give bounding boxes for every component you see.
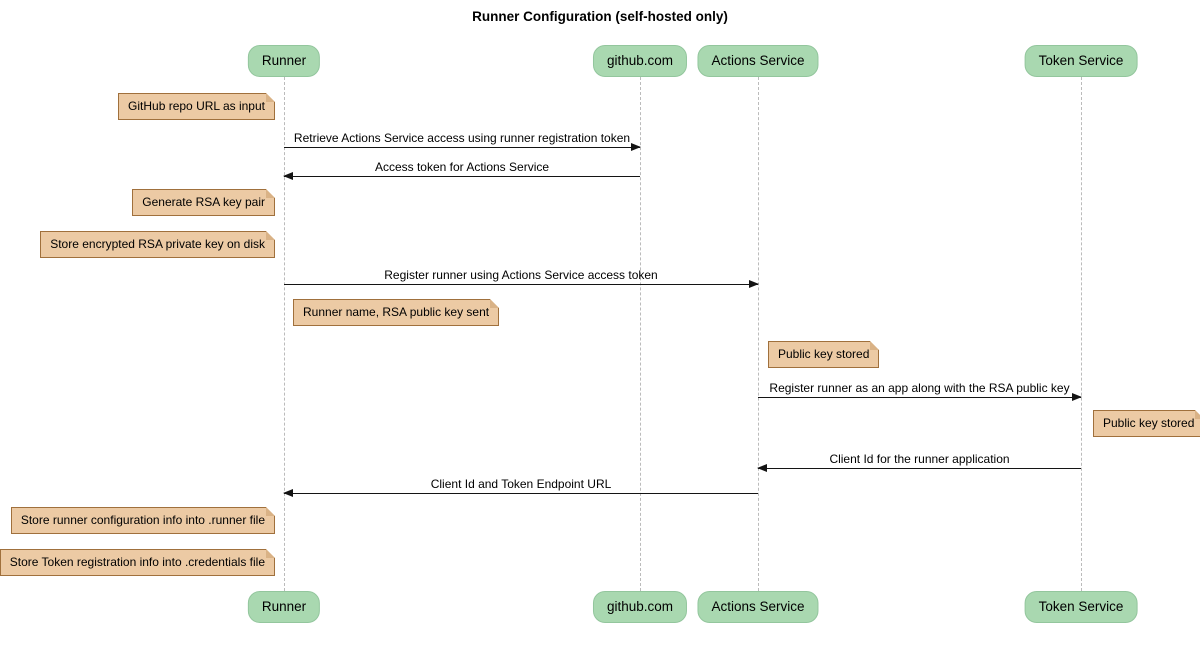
message-register-runner-as-app: Register runner as an app along with the… xyxy=(758,381,1082,401)
arrow-line xyxy=(284,143,641,151)
message-client-id-runner-app: Client Id for the runner application xyxy=(757,452,1081,472)
lifeline-github-com xyxy=(640,77,641,591)
participant-actions-service-bottom: Actions Service xyxy=(697,591,819,623)
arrow-line xyxy=(283,172,640,180)
diagram-title: Runner Configuration (self-hosted only) xyxy=(472,9,728,24)
participant-token-service-bottom: Token Service xyxy=(1024,591,1138,623)
arrowhead-icon xyxy=(283,489,293,497)
participant-runner-bottom: Runner xyxy=(247,591,321,623)
lifeline-actions-service xyxy=(758,77,759,591)
participant-github-com-bottom: github.com xyxy=(592,591,688,623)
note-public-key-stored-token: Public key stored xyxy=(1093,410,1200,437)
message-label: Client Id and Token Endpoint URL xyxy=(430,477,612,491)
message-label: Register runner as an app along with the… xyxy=(769,381,1070,395)
arrow-line xyxy=(284,280,759,288)
note-store-encrypted-key: Store encrypted RSA private key on disk xyxy=(40,231,275,258)
note-store-token-registration: Store Token registration info into .cred… xyxy=(0,549,276,576)
message-label: Retrieve Actions Service access using ru… xyxy=(293,131,631,145)
note-github-repo-url: GitHub repo URL as input xyxy=(118,93,275,120)
note-runner-name-sent: Runner name, RSA public key sent xyxy=(293,299,500,326)
message-client-id-token-endpoint: Client Id and Token Endpoint URL xyxy=(283,477,758,497)
participant-token-service-top: Token Service xyxy=(1024,45,1138,77)
lifeline-runner xyxy=(284,77,285,591)
arrowhead-icon xyxy=(631,143,641,151)
message-register-runner: Register runner using Actions Service ac… xyxy=(284,268,759,288)
arrowhead-icon xyxy=(1072,393,1082,401)
participant-github-com-top: github.com xyxy=(592,45,688,77)
message-access-token: Access token for Actions Service xyxy=(283,160,640,180)
participant-runner-top: Runner xyxy=(247,45,321,77)
arrowhead-icon xyxy=(749,280,759,288)
arrowhead-icon xyxy=(283,172,293,180)
arrow-line xyxy=(758,393,1082,401)
message-retrieve-actions-access: Retrieve Actions Service access using ru… xyxy=(284,131,641,151)
participant-actions-service-top: Actions Service xyxy=(697,45,819,77)
note-public-key-stored-actions: Public key stored xyxy=(768,341,880,368)
message-label: Register runner using Actions Service ac… xyxy=(384,268,658,282)
message-label: Access token for Actions Service xyxy=(374,160,550,174)
arrow-line xyxy=(283,489,758,497)
arrowhead-icon xyxy=(757,464,767,472)
lifeline-token-service xyxy=(1081,77,1082,591)
arrow-line xyxy=(757,464,1081,472)
message-label: Client Id for the runner application xyxy=(829,452,1010,466)
note-store-runner-config: Store runner configuration info into .ru… xyxy=(10,507,276,534)
note-generate-rsa-key: Generate RSA key pair xyxy=(132,189,275,216)
